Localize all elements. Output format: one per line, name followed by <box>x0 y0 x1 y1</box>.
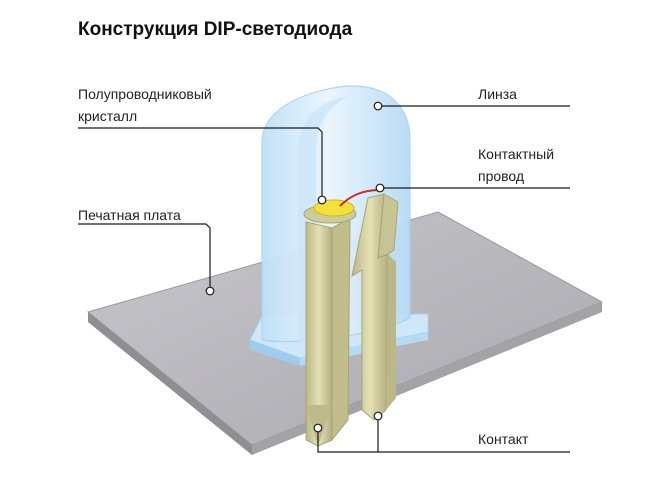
label-board: Печатная плата <box>78 207 181 223</box>
diagram-title: Конструкция DIP-светодиода <box>78 19 353 40</box>
leader-wire <box>375 183 570 193</box>
lead-right-side <box>377 193 399 259</box>
label-lens: Линза <box>478 86 517 102</box>
board-left-edge <box>88 312 252 455</box>
lead-left-front <box>305 221 333 447</box>
label-wire-line1: Контактный <box>478 146 554 162</box>
lead-right <box>351 193 399 421</box>
bond-wire <box>339 189 381 207</box>
lead-left-side <box>331 217 351 442</box>
leader-lens <box>373 101 570 111</box>
label-crystal-line2: кристалл <box>78 108 137 124</box>
lead-right-side-lower <box>386 254 396 410</box>
flange-front <box>250 340 300 366</box>
leader-crystal <box>78 127 327 205</box>
leader-board <box>78 223 215 296</box>
label-wire-line2: провод <box>478 168 524 184</box>
label-crystal-line1: Полупроводниковый <box>78 86 212 102</box>
leader-contact <box>313 411 570 453</box>
semiconductor-crystal <box>313 199 355 217</box>
label-contact: Контакт <box>478 431 529 447</box>
lead-left <box>303 204 357 447</box>
